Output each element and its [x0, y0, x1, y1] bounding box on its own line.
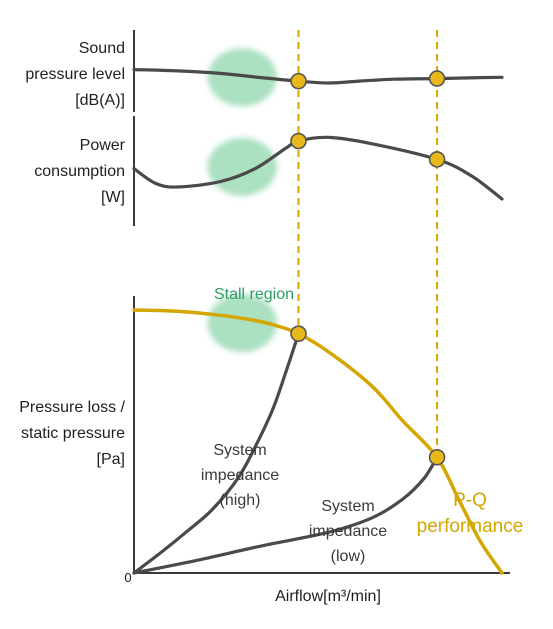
labels: Sound pressure level [dB(A)] Power consumpti…	[19, 40, 523, 605]
curve-panel2-series1	[132, 135, 504, 201]
xlabel-airflow: Airflow[m³/min]	[275, 588, 381, 605]
stall-region-1	[207, 48, 277, 107]
ylabel-pressure-loss: Pressure loss /	[19, 399, 125, 416]
stall-regions	[207, 48, 277, 353]
ylabel-sound-pressure: [dB(A)]	[75, 92, 125, 109]
ylabel-sound-pressure: pressure level	[25, 66, 125, 83]
series-label-impedance-low: System	[321, 498, 374, 515]
ylabel-pressure-loss: [Pa]	[97, 451, 125, 468]
curve-panel1-series1	[132, 68, 504, 85]
operating-point-marker-p2-2	[428, 151, 446, 168]
ylabel-sound-pressure: Sound	[79, 40, 125, 57]
curve-panel3-series2	[132, 332, 301, 575]
stall-region-2	[207, 137, 277, 196]
stall-region-3	[207, 294, 277, 353]
series-label-impedance-high: impedance	[201, 467, 279, 484]
operating-point-markers	[290, 70, 446, 466]
series-label-pq-performance: P-Q	[453, 490, 487, 511]
operating-point-marker-p3-2	[428, 448, 446, 466]
operating-point-marker-p1-1	[290, 72, 307, 90]
ylabel-power-consumption: Power	[80, 137, 126, 154]
stall-region-label: Stall region	[214, 286, 294, 303]
operating-point-marker-p3-1	[290, 325, 307, 342]
operating-point-guides	[297, 30, 439, 458]
ylabel-power-consumption: [W]	[101, 189, 125, 206]
series-label-pq-performance: performance	[417, 516, 524, 537]
ylabel-pressure-loss: static pressure	[21, 425, 125, 442]
curve-panel3-series1	[132, 308, 504, 575]
series-label-impedance-low: impedance	[309, 523, 387, 540]
operating-point-marker-p1-2	[428, 70, 446, 87]
origin-label: 0	[124, 570, 131, 585]
curves	[132, 68, 504, 575]
series-label-impedance-high: System	[213, 442, 266, 459]
operating-point-marker-p2-1	[290, 132, 307, 150]
series-label-impedance-high: (high)	[220, 492, 261, 509]
curve-panel3-series3	[132, 455, 439, 575]
series-label-impedance-low: (low)	[331, 548, 366, 565]
ylabel-power-consumption: consumption	[34, 163, 125, 180]
